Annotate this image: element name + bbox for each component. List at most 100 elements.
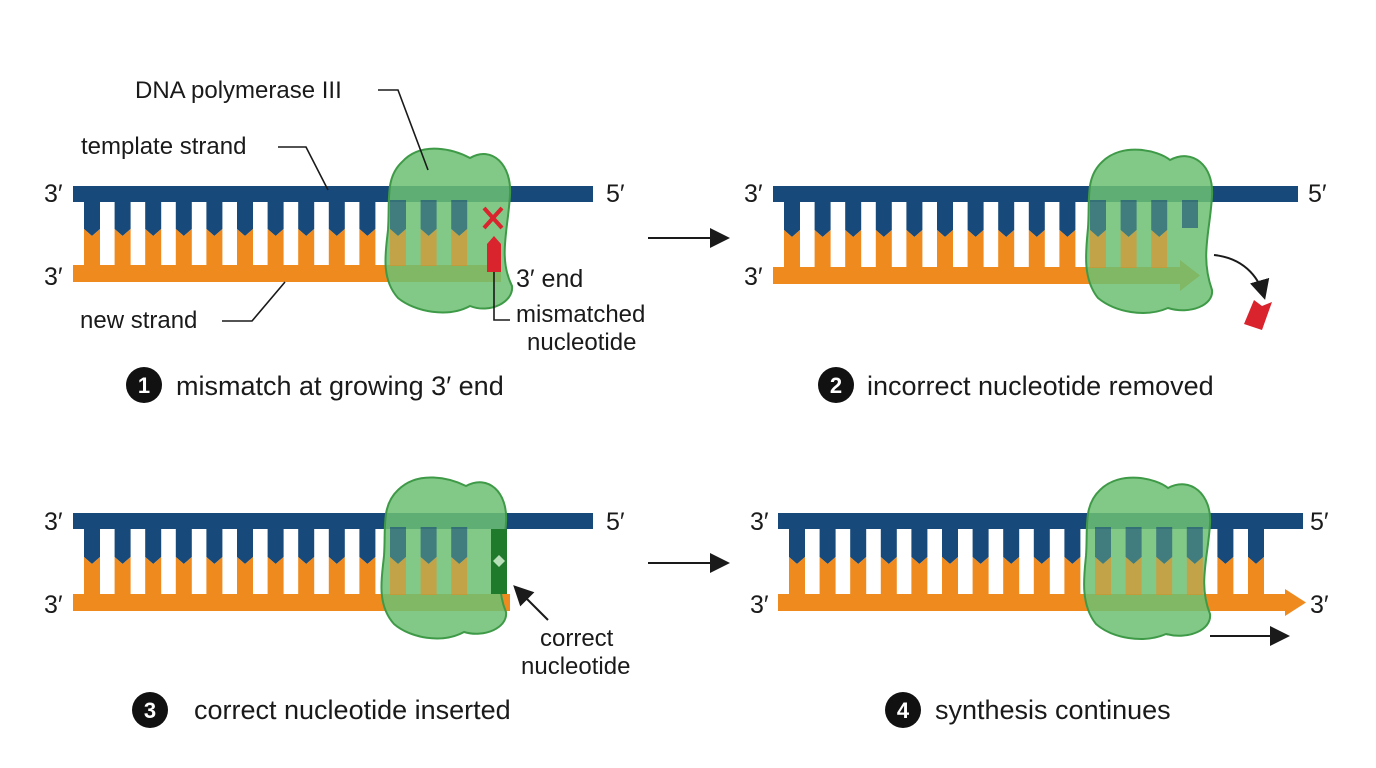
base-pair: [420, 200, 437, 266]
template-base: [1064, 527, 1081, 564]
template-base: [1059, 200, 1076, 237]
base-pair: [114, 200, 131, 266]
new-base: [880, 557, 897, 595]
dna-polymerase: [1085, 148, 1214, 314]
template-base: [237, 200, 253, 236]
dna-polymerase: [384, 147, 514, 314]
step-badge-1: [126, 367, 162, 403]
base-pair-rungs: [84, 527, 376, 595]
new-base: [114, 229, 131, 266]
template-base: [850, 527, 867, 564]
template-base: [789, 527, 805, 564]
new-base: [784, 230, 800, 268]
new-base: [328, 557, 345, 595]
base-pair-bond: [493, 555, 505, 567]
three-prime-end-label: 3′ end: [516, 265, 583, 293]
base-pair: [206, 527, 223, 595]
base-pair: [789, 527, 805, 595]
base-pair-rungs: [84, 200, 376, 266]
base-pair: [1033, 527, 1050, 595]
template-base: [1028, 200, 1045, 237]
base-pair: [1151, 200, 1168, 268]
mismatch-label-line-2: nucleotide: [527, 329, 636, 356]
template-base: [1003, 527, 1020, 564]
template-base: [1095, 527, 1111, 564]
new-base: [1248, 557, 1264, 595]
base-pair: [298, 200, 315, 266]
base-pair: [1120, 200, 1137, 268]
step-number-2: 2: [830, 373, 842, 398]
new-base: [420, 229, 437, 266]
new-base: [1064, 557, 1081, 595]
polymerase-leader: [378, 89, 429, 171]
base-pair: [175, 200, 192, 266]
new-base: [359, 557, 376, 595]
template-base: [814, 200, 831, 237]
new-strand-label: new strand: [80, 307, 197, 334]
base-pair: [942, 527, 958, 595]
new-base: [1003, 557, 1020, 595]
new-base: [998, 230, 1015, 268]
new-base: [845, 230, 862, 268]
excision-arrow: [1213, 254, 1270, 300]
label-5prime: 5′: [606, 180, 625, 208]
label-3prime-top: 3′: [744, 180, 763, 208]
new-base: [451, 557, 468, 595]
base-pair: [145, 527, 162, 595]
base-pair: [845, 200, 862, 268]
caption-3: correct nucleotide inserted: [194, 695, 511, 725]
template-base: [1186, 527, 1203, 564]
label-3prime-bottom: 3′: [44, 263, 63, 291]
new-base: [1033, 557, 1050, 595]
template-strand: [73, 513, 593, 529]
template-base: [1120, 200, 1137, 237]
new-base: [972, 557, 989, 595]
base-pair: [206, 200, 223, 266]
template-base: [175, 200, 192, 236]
base-pair: [84, 527, 100, 595]
new-base: [359, 229, 376, 266]
template-base: [359, 527, 376, 564]
template-base: [875, 200, 892, 237]
base-pair: [937, 200, 953, 268]
template-strand-label: template strand: [81, 133, 246, 160]
base-pair: [328, 200, 345, 266]
new-base: [451, 229, 468, 266]
template-strand: [773, 186, 1298, 202]
label-3prime-top: 3′: [44, 180, 63, 208]
base-pair: [328, 527, 345, 595]
new-base: [420, 557, 437, 595]
template-base: [1151, 200, 1168, 237]
base-pair: [114, 527, 131, 595]
base-pair: [1217, 527, 1234, 595]
removed-nucleotide: [1244, 300, 1272, 330]
label-3prime-top: 3′: [750, 508, 769, 536]
new-base: [175, 557, 192, 595]
label-3prime-bottom: 3′: [750, 591, 769, 619]
new-base: [175, 229, 192, 266]
template-base: [298, 527, 315, 564]
base-pair: [1028, 200, 1045, 268]
new-base: [911, 557, 928, 595]
template-base: [906, 200, 923, 237]
new-base: [1090, 230, 1106, 268]
template-base: [819, 527, 836, 564]
label-5prime: 5′: [1310, 508, 1329, 536]
label-3prime-bottom: 3′: [44, 591, 63, 619]
base-pair: [819, 527, 836, 595]
mismatch-x-icon: [482, 206, 504, 230]
template-base: [1125, 527, 1142, 564]
correct-nucleotide-pointer: [513, 585, 549, 621]
template-base: [1248, 527, 1264, 564]
caption-1: mismatch at growing 3′ end: [176, 371, 504, 401]
label-5prime: 5′: [606, 508, 625, 536]
template-base: [267, 200, 284, 236]
template-base: [145, 527, 162, 564]
new-base: [328, 229, 345, 266]
template-leader: [278, 146, 329, 191]
base-pair: [967, 200, 984, 268]
new-base: [237, 557, 253, 595]
polymerase-label: DNA polymerase III: [135, 77, 342, 104]
template-base: [237, 527, 253, 564]
